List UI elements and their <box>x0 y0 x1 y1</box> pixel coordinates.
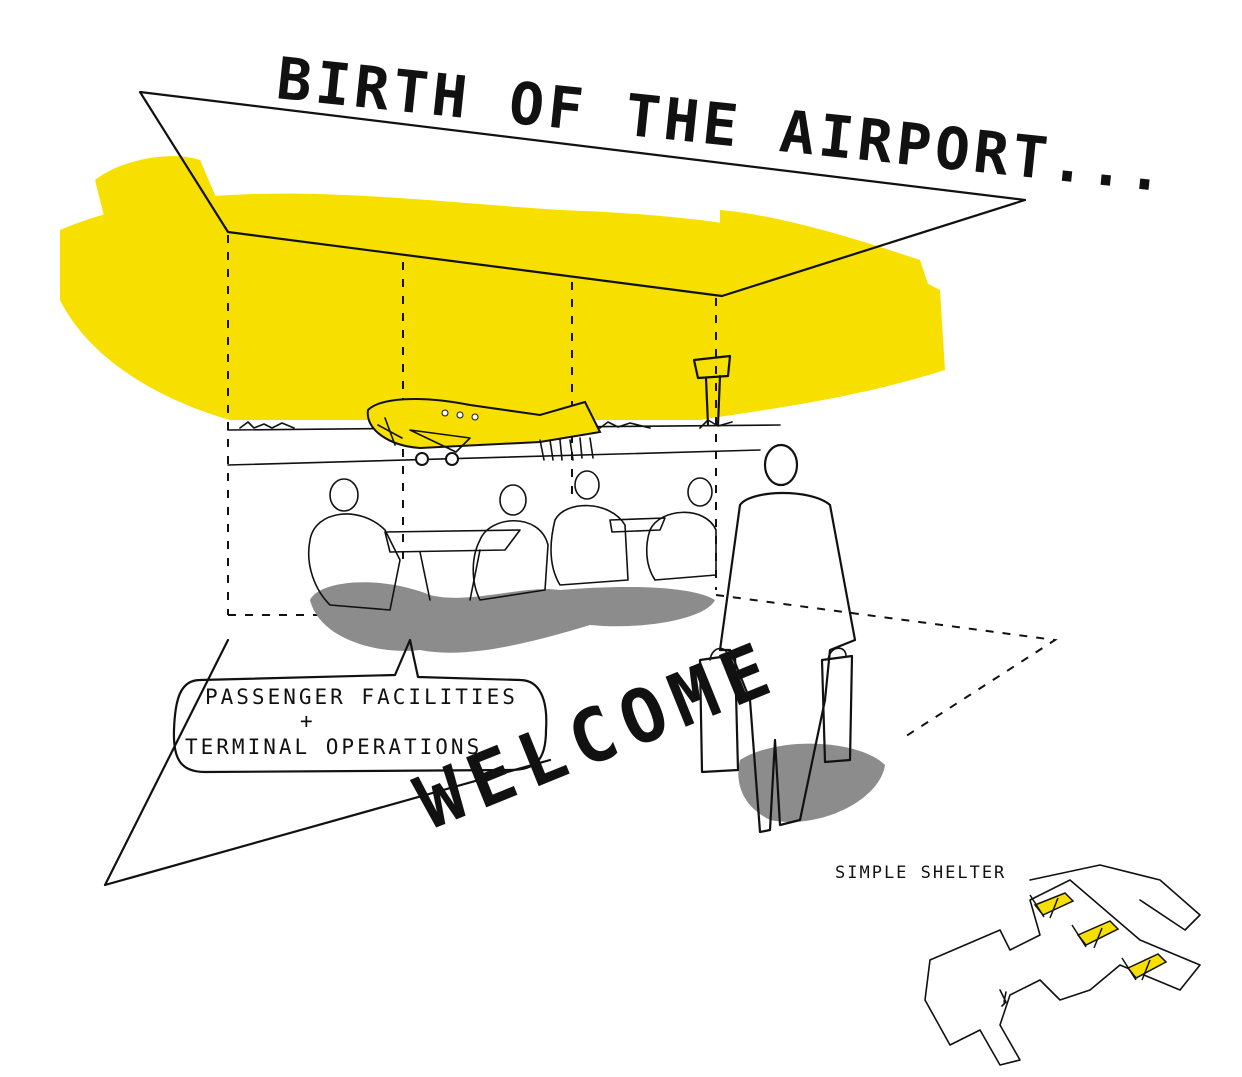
seated-passengers-sketch <box>307 470 717 611</box>
control-tower-icon <box>692 354 732 427</box>
propeller-airplane-icon <box>366 398 602 466</box>
callout-line-2: TERMINAL OPERATIONS <box>185 735 482 759</box>
terminal-floor-outline <box>103 594 1058 887</box>
terminal-canopy <box>138 90 1027 298</box>
yellow-sky-scribble <box>60 156 945 420</box>
lounge-floor-shadows <box>310 582 885 822</box>
traveller-with-luggage-sketch <box>698 443 857 834</box>
callout-plus: + <box>300 709 316 733</box>
callout-line-1: PASSENGER FACILITIES <box>205 685 518 709</box>
facilities-callout-bubble: PASSENGER FACILITIES + TERMINAL OPERATIO… <box>172 638 548 774</box>
inset-label: SIMPLE SHELTER <box>835 863 1006 883</box>
simple-shelter-inset: SIMPLE SHELTER <box>835 863 1201 1066</box>
